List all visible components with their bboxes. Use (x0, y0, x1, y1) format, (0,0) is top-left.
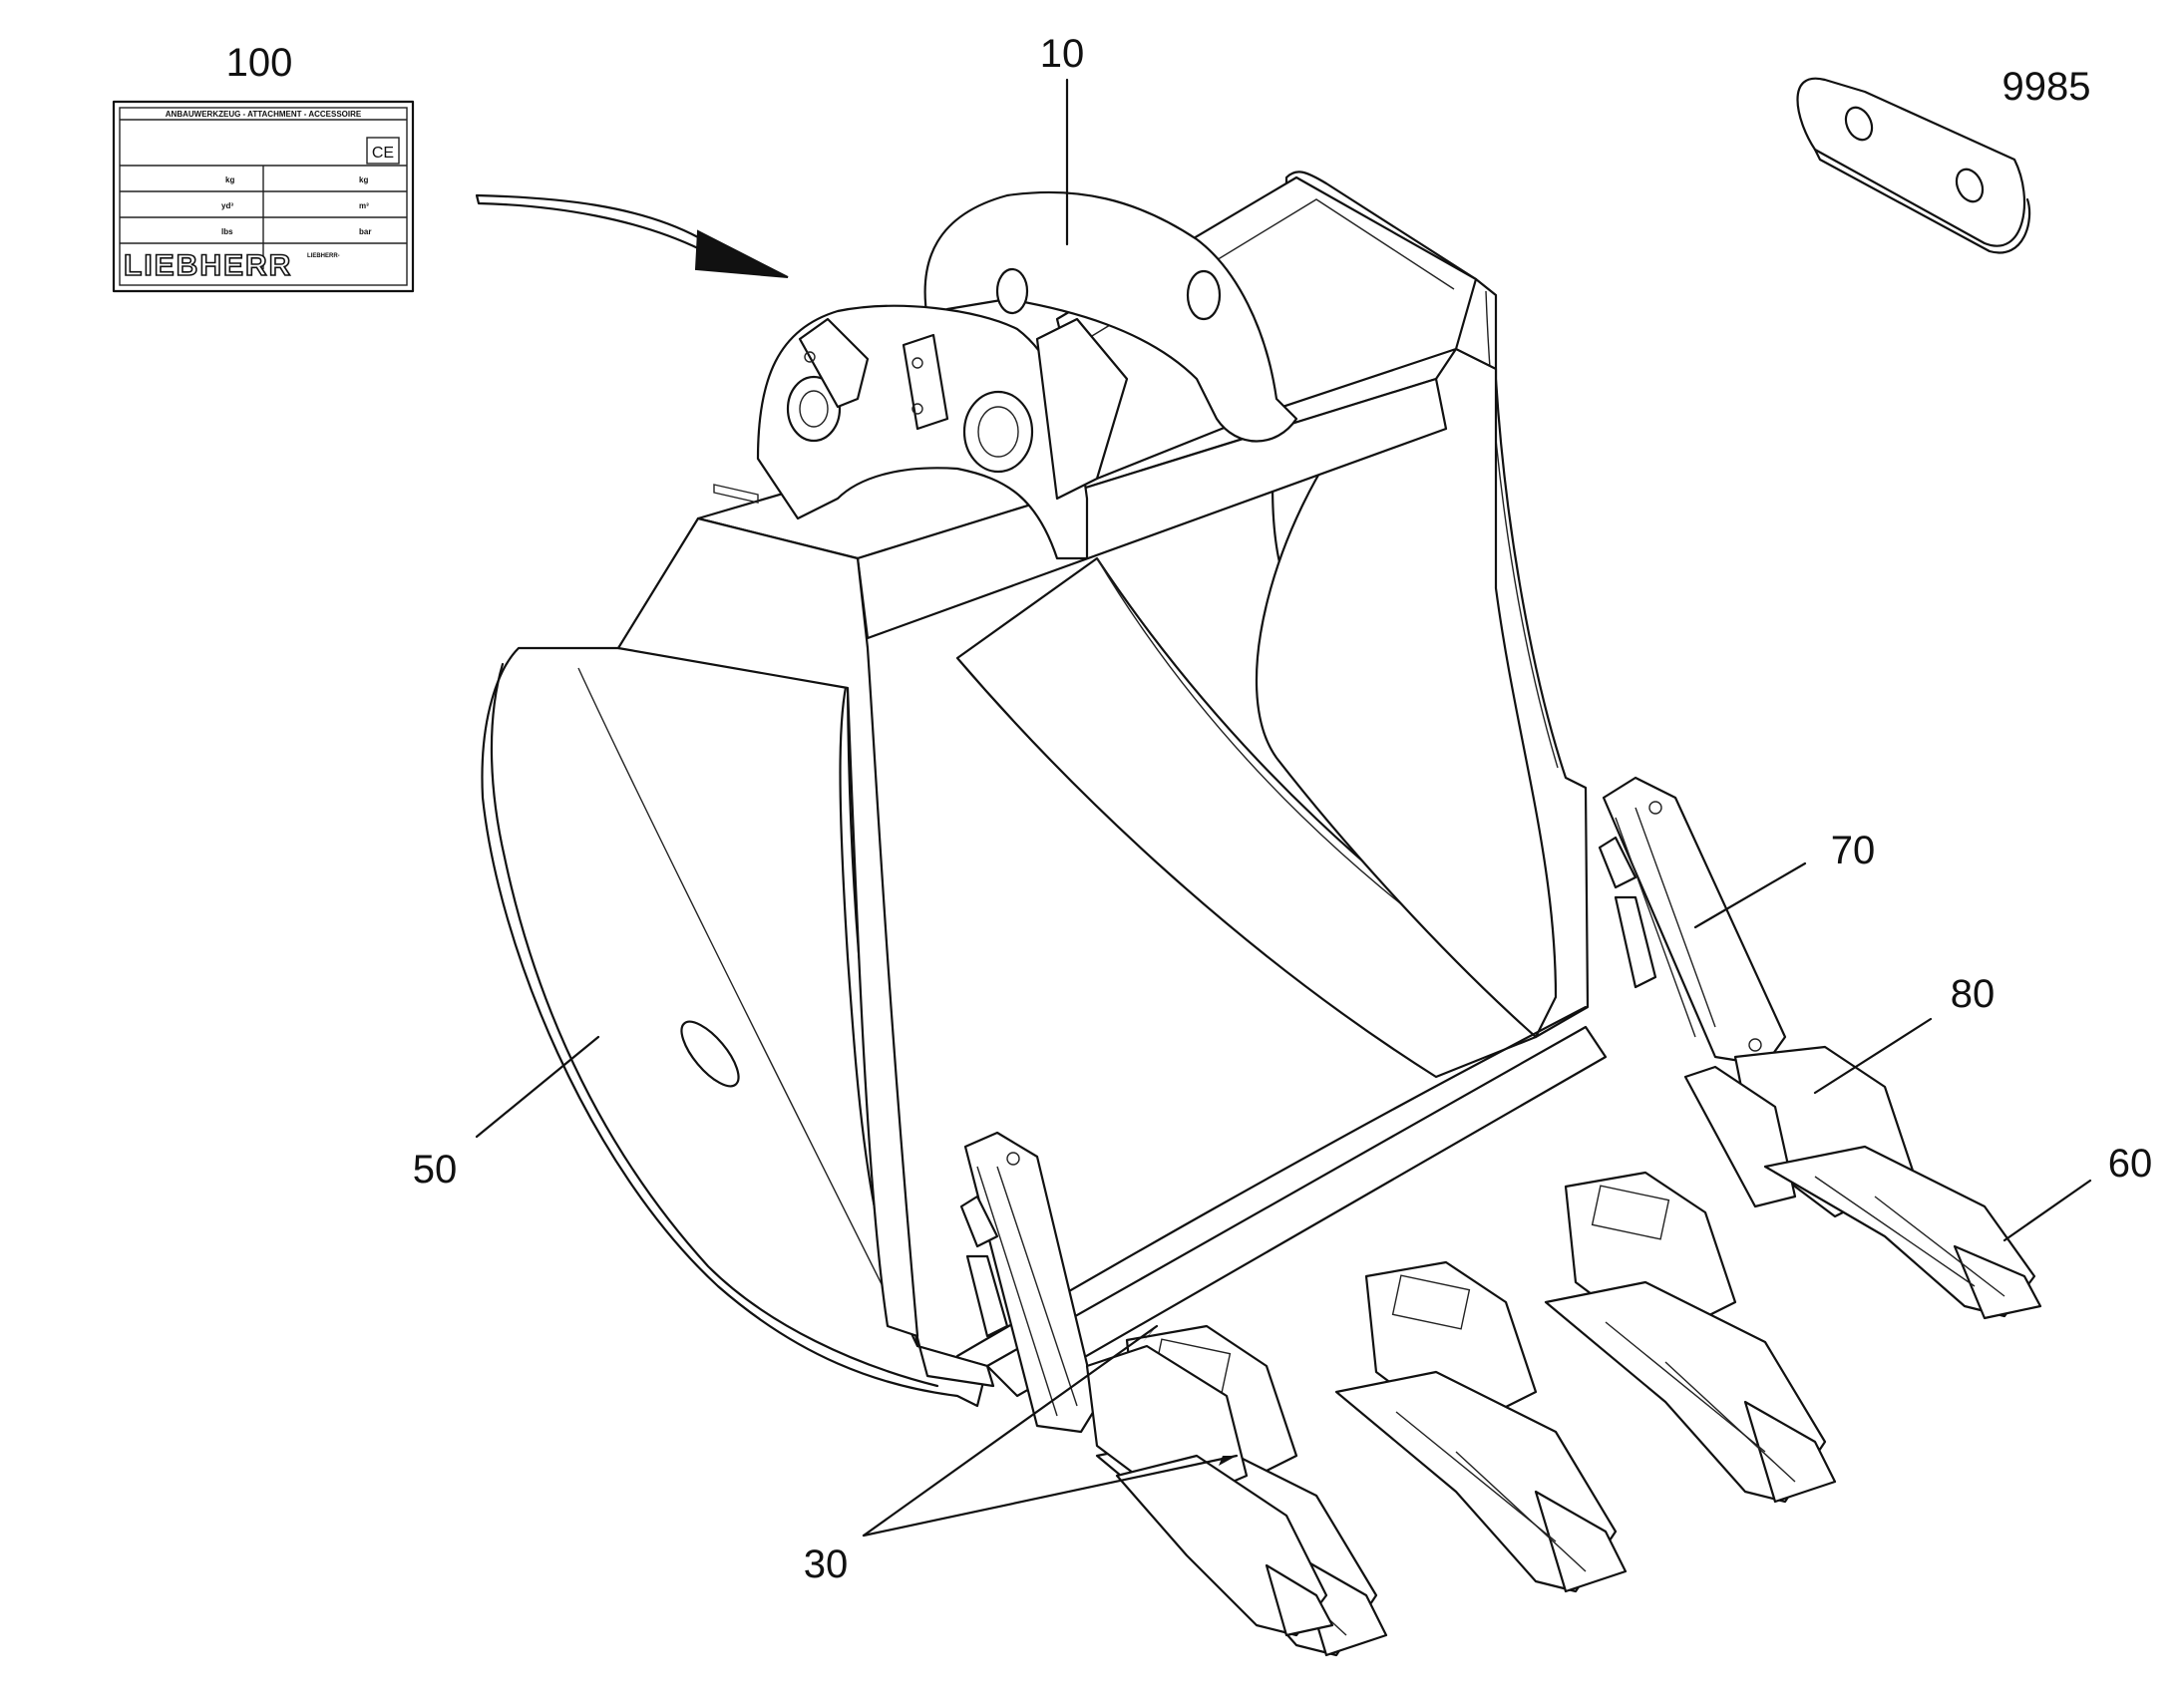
spacer-plate-part (1796, 77, 2031, 254)
callout-100: 100 (226, 41, 293, 85)
bucket-body (481, 171, 1608, 1408)
leader-lines (475, 78, 2092, 1537)
nameplate-brand: LIEBHERR (124, 249, 292, 282)
leader-80 (1813, 1017, 1933, 1095)
callout-70: 70 (1831, 829, 1876, 872)
nameplate-footnote: LIEBHERR- (307, 253, 340, 259)
tooth-assembly-3 (1544, 1171, 1837, 1504)
nameplate-header: ANBAUWERKZEUG - ATTACHMENT - ACCESSOIRE (166, 110, 362, 119)
callout-80: 80 (1951, 972, 1996, 1016)
tooth-assembly-0 (1085, 1344, 1334, 1637)
unit-yd3: yd³ (221, 201, 233, 210)
callout-9985: 9985 (2002, 65, 2091, 109)
side-adapter-right (1598, 776, 1787, 1067)
unit-m3: m³ (359, 201, 369, 210)
leader-30-b (862, 1454, 1239, 1537)
leader-60 (2002, 1179, 2092, 1242)
unit-bar: bar (359, 227, 371, 236)
unit-kg-left: kg (225, 175, 234, 184)
leader-70 (1693, 861, 1807, 929)
leader-30-a (862, 1324, 1159, 1537)
callout-50: 50 (413, 1148, 458, 1192)
tooth-assembly-2 (1334, 1260, 1628, 1593)
placement-arrow (475, 193, 789, 278)
nameplate: ANBAUWERKZEUG - ATTACHMENT - ACCESSOIRE … (112, 100, 415, 293)
leader-50 (475, 1035, 600, 1139)
unit-kg-right: kg (359, 175, 368, 184)
callout-60: 60 (2108, 1142, 2153, 1186)
callout-10: 10 (1040, 32, 1085, 76)
tooth-assembly-4 (1683, 1045, 2042, 1320)
unit-lbs: lbs (221, 227, 233, 236)
callout-30: 30 (804, 1542, 849, 1586)
ce-mark: CE (372, 145, 394, 162)
